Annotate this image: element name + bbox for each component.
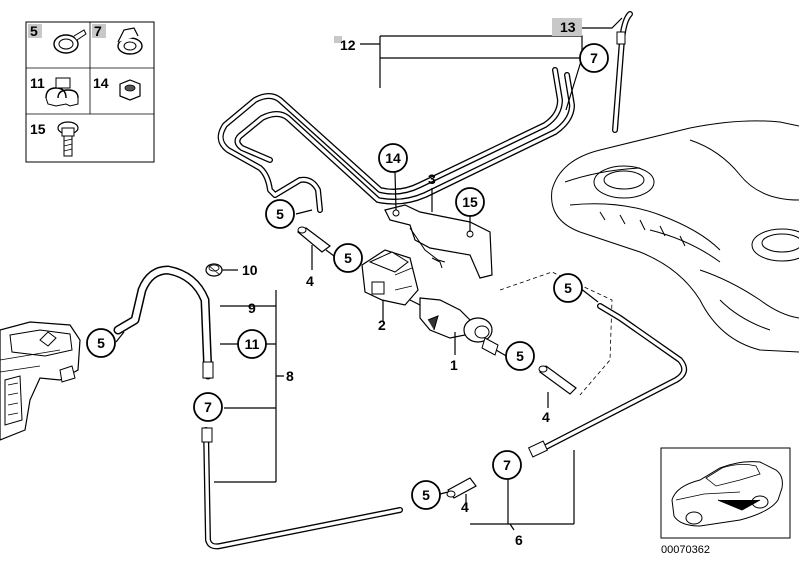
callout-8: 8 <box>286 368 294 384</box>
highlight-marker-12 <box>334 36 342 43</box>
vent-pipe-6 <box>527 303 688 458</box>
diagram-id: 00070362 <box>661 544 710 556</box>
hose-4-bottom <box>446 477 477 499</box>
svg-text:15: 15 <box>462 194 478 210</box>
callout-6: 6 <box>515 532 523 548</box>
circle-callout-14: 14 <box>378 143 408 173</box>
svg-text:5: 5 <box>276 206 284 222</box>
legend-highlight-7 <box>92 24 106 38</box>
hose-clamp-icon <box>53 29 87 54</box>
callout-2: 2 <box>378 317 386 333</box>
legend-num-15: 15 <box>30 121 46 137</box>
hose-clip-icon <box>117 27 143 55</box>
legend-num-14: 14 <box>93 75 109 91</box>
legend-num-7: 7 <box>94 23 102 39</box>
fuel-tank <box>551 120 799 353</box>
bolt-icon <box>57 121 79 157</box>
hose-cap-10 <box>205 263 223 277</box>
hex-nut-icon <box>119 79 141 101</box>
leader-lines <box>115 17 623 531</box>
vent-pipe-12 <box>217 67 575 213</box>
callout-3: 3 <box>428 171 436 187</box>
vehicle-thumbnail <box>660 447 791 539</box>
callout-12: 12 <box>340 37 356 53</box>
vent-pipe-13 <box>612 11 633 133</box>
svg-text:7: 7 <box>503 457 511 473</box>
legend-num-11: 11 <box>30 75 45 91</box>
pipe-holder-icon <box>45 77 79 107</box>
bracket-3 <box>384 204 493 279</box>
highlight-marker-13 <box>552 18 582 36</box>
car-icon <box>671 461 783 527</box>
svg-text:11: 11 <box>245 336 260 352</box>
legend-num-5: 5 <box>30 23 38 39</box>
circle-callout-5-left: 5 <box>86 328 116 358</box>
svg-text:14: 14 <box>385 150 401 166</box>
svg-text:7: 7 <box>590 50 598 66</box>
svg-text:5: 5 <box>97 335 105 351</box>
callout-4-upper: 4 <box>306 273 314 289</box>
circle-callout-7-top: 7 <box>579 43 609 73</box>
circle-callout-15: 15 <box>455 187 485 217</box>
svg-text:5: 5 <box>422 487 430 503</box>
circle-callout-5-valve: 5 <box>505 341 535 371</box>
svg-text:7: 7 <box>204 399 212 415</box>
svg-text:5: 5 <box>564 280 572 296</box>
vent-pipe-lower <box>201 427 403 550</box>
circle-callout-5-tank: 5 <box>553 273 583 303</box>
callout-4-bottom: 4 <box>461 499 469 515</box>
hose-4-lower <box>538 365 577 395</box>
vent-hose-9 <box>113 265 214 380</box>
circle-callout-7-left: 7 <box>193 392 223 422</box>
carbon-canister <box>0 321 81 441</box>
circled-callouts: 7 14 15 5 5 5 5 5 <box>86 43 609 510</box>
circle-callout-11: 11 <box>237 329 267 359</box>
circle-callout-5-bottom: 5 <box>411 480 441 510</box>
callout-13: 13 <box>560 19 576 35</box>
parts-legend: 5 7 11 14 15 <box>25 21 155 163</box>
callout-10: 10 <box>242 262 258 278</box>
valve-holder-2 <box>361 249 419 306</box>
svg-text:5: 5 <box>344 250 352 266</box>
circle-callout-5-mid: 5 <box>333 243 363 273</box>
legend-highlight-5 <box>28 24 42 38</box>
circle-callout-5-pipe: 5 <box>265 199 295 229</box>
guide-lines <box>499 271 613 396</box>
callout-4-right: 4 <box>542 409 550 425</box>
hose-4-upper <box>296 226 331 253</box>
callout-1: 1 <box>450 357 458 373</box>
callout-9: 9 <box>248 300 256 316</box>
svg-text:5: 5 <box>516 348 524 364</box>
tank-vent-valve-1 <box>409 297 499 356</box>
circle-callout-7-bottom: 7 <box>492 450 522 480</box>
